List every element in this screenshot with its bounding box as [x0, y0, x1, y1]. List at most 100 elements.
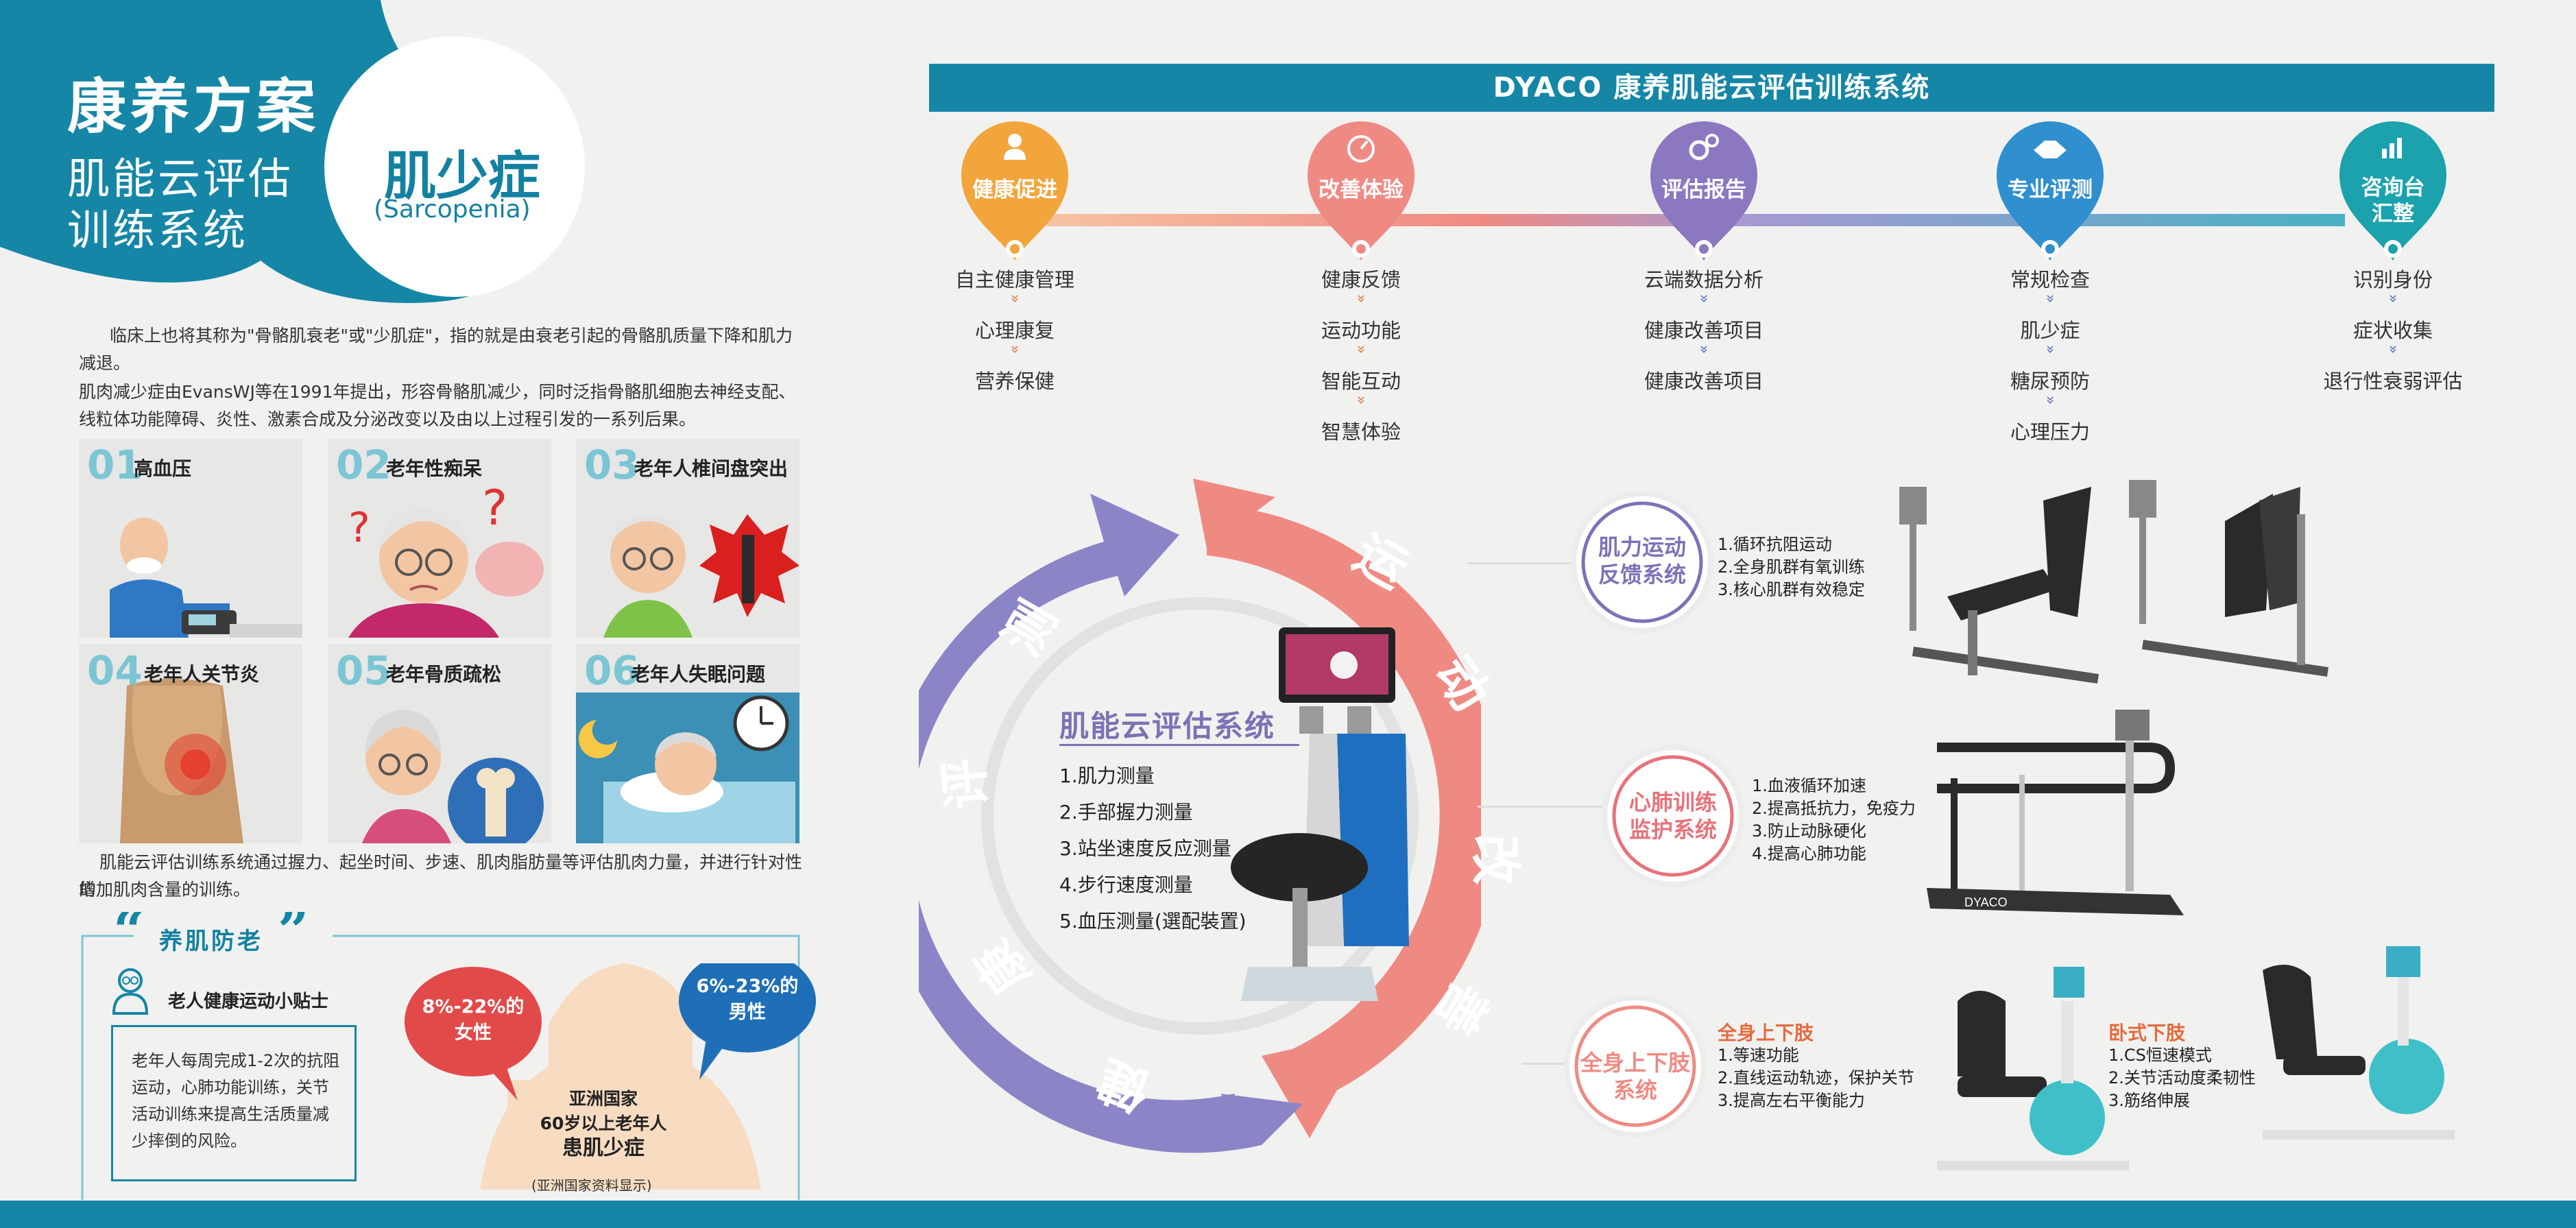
condition-card-hypertension: 01 高血压: [79, 439, 302, 638]
training-note-line2: 增加肌肉含量的训练。: [79, 880, 251, 900]
module-connector: [1522, 1063, 1577, 1065]
feature-item: 3.防止动脉硬化: [1752, 821, 1866, 841]
dementia-icon: ? ?: [348, 480, 544, 638]
intro-para2-line1: 肌肉减少症由EvansWJ等在1991年提出，形容骨骼肌减少，同时泛指骨骼肌细胞…: [79, 382, 796, 402]
female-stat: 8%-22%的 女性: [411, 994, 535, 1046]
strength-machine-2-image: [2129, 480, 2329, 677]
quote-open-icon: “: [113, 912, 145, 963]
module-connector: [1467, 562, 1577, 564]
cycle-char: 评: [934, 756, 998, 812]
system-title-underline: [1059, 744, 1299, 746]
flow-pin-shape: [2339, 121, 2446, 261]
feature-item: 1.CS恒速模式: [2108, 1046, 2212, 1065]
spine-icon: [603, 514, 799, 638]
module-connector: [1478, 806, 1608, 808]
feature-item: 1.血液循环加速: [1752, 776, 1866, 795]
feature-item: 3.提高左右平衡能力: [1718, 1091, 1865, 1110]
feature-group-title: 全身上下肢: [1718, 1022, 1814, 1044]
condition-number: 01: [87, 442, 143, 488]
feature-item: 2.提高抵抗力，免疫力: [1752, 799, 1916, 818]
module-label-limbs: 全身上下肢 系统: [1570, 1049, 1700, 1104]
flow-item: 健康改善项目: [1644, 319, 1764, 342]
module-circle-limbs: [1564, 995, 1707, 1137]
flow-pin-shape: [1308, 121, 1415, 261]
tips-body-box: [111, 1025, 357, 1181]
page-title: 康养方案: [67, 73, 320, 141]
chevron-down-icon: »: [1006, 344, 1024, 354]
module-features-full-body: 全身上下肢 1.等速功能 2.直线运动轨迹，保护关节 3.提高左右平衡能力: [1718, 1022, 1914, 1112]
module-label-line1: 肌力运动: [1598, 534, 1686, 560]
system-item: 4.步行速度测量: [1059, 874, 1193, 896]
feature-item: 1.等速功能: [1718, 1046, 1799, 1065]
male-stat-line2: 男性: [729, 1002, 766, 1023]
flow-pin-label: 健康促进: [972, 178, 1057, 202]
flow-pin-shape: [961, 121, 1068, 261]
gauge-icon: [1347, 135, 1375, 162]
module-label-cardio: 心肺训练 监护系统: [1611, 788, 1735, 843]
system-item: 1.肌力测量: [1059, 765, 1155, 787]
intro-para1-line1: 临床上也将其称为"骨骼肌衰老"或"少肌症"，指的就是由衰老引起的骨骼肌质量下降和…: [110, 326, 793, 346]
condition-number: 06: [584, 647, 640, 694]
chevron-down-icon: »: [2041, 293, 2059, 304]
chevron-down-icon: »: [1006, 293, 1024, 304]
treadmill-brand: DYACO: [1964, 895, 2008, 909]
condition-number: 02: [336, 442, 392, 488]
flow-pin: [1995, 120, 2105, 267]
chevron-down-icon: »: [1352, 293, 1370, 304]
condition-label: 老年人椎间盘突出: [634, 457, 789, 480]
system-banner: DYACO 康养肌能云评估训练系统: [929, 64, 2494, 112]
system-title: 肌能云评估系统: [1059, 710, 1275, 744]
subtitle-line2: 训练系统: [67, 205, 249, 255]
kiosk-device-image: [1231, 627, 1409, 1001]
handshake-icon: [2034, 141, 2067, 158]
flow-item: 心理压力: [2010, 420, 2090, 444]
condition-card-disc-herniation: 03 老年人椎间盘突出: [576, 439, 799, 638]
cycle-char: 改: [1465, 834, 1525, 885]
cycle-diagram: [919, 479, 1481, 1153]
stats-source: (亚洲国家资料显示): [531, 1177, 652, 1194]
gears-icon: [1689, 134, 1719, 160]
quote-close-icon: ”: [278, 912, 309, 963]
module-label-line1: 心肺训练: [1628, 789, 1717, 815]
module-label-line2: 系统: [1613, 1077, 1657, 1103]
chevron-down-icon: »: [1695, 344, 1713, 354]
flow-item: 常规检查: [2010, 268, 2090, 291]
flow-item: 糖尿预防: [2010, 370, 2090, 393]
bar-chart-icon: [2382, 138, 2402, 158]
chevron-down-icon: »: [2041, 344, 2059, 354]
flow-item: 营养保健: [974, 370, 1055, 393]
condition-card-insomnia: 06 老年人失眠问题: [576, 645, 799, 843]
flow-pin: [960, 120, 1070, 267]
condition-label: 老年骨质疏松: [386, 663, 502, 686]
feature-item: 3.核心肌群有效稳定: [1718, 580, 1865, 599]
flow-pin-shape: [1650, 121, 1757, 261]
module-label-line2: 监护系统: [1628, 817, 1717, 843]
male-stat: 6%-23%的 男性: [686, 974, 809, 1026]
svg-text:?: ?: [482, 480, 507, 536]
condition-label: 老年性痴呆: [386, 457, 483, 480]
asia-stat-line1: 亚洲国家: [568, 1089, 638, 1109]
knee-icon: [120, 679, 243, 843]
tips-heading: 老人健康运动小贴士: [168, 991, 329, 1012]
insomnia-icon: [576, 693, 799, 843]
flow-pin: [1306, 120, 1416, 267]
module-features-cardio: 1.血液循环加速 2.提高抵抗力，免疫力 3.防止动脉硬化 4.提高心肺功能: [1752, 775, 1916, 865]
condition-number: 03: [584, 442, 640, 488]
flow-pin: [1649, 120, 1759, 267]
strength-machine-1-image: [1899, 487, 2099, 684]
chevron-down-icon: »: [1695, 293, 1713, 304]
flow-pin-label: 咨询台汇整: [2342, 175, 2444, 227]
feature-item: 1.循环抗阻运动: [1718, 535, 1832, 554]
flow-pin-label-line1: 咨询台: [2361, 176, 2425, 200]
tips-frame: “ ”: [81, 912, 800, 1200]
flow-pin-label: 评估报告: [1661, 178, 1746, 202]
flow-item: 健康反馈: [1321, 268, 1401, 291]
condition-number: 05: [336, 647, 392, 694]
intro-para1-line2: 减退。: [79, 353, 131, 373]
elderly-person-icon: [112, 968, 149, 1015]
module-circle-cardio: [1602, 745, 1744, 887]
chevron-down-icon: »: [2384, 293, 2402, 304]
condition-label: 老年人失眠问题: [631, 663, 766, 686]
condition-card-osteoporosis: 05 老年骨质疏松: [328, 645, 551, 843]
system-item: 2.手部握力测量: [1059, 801, 1193, 823]
